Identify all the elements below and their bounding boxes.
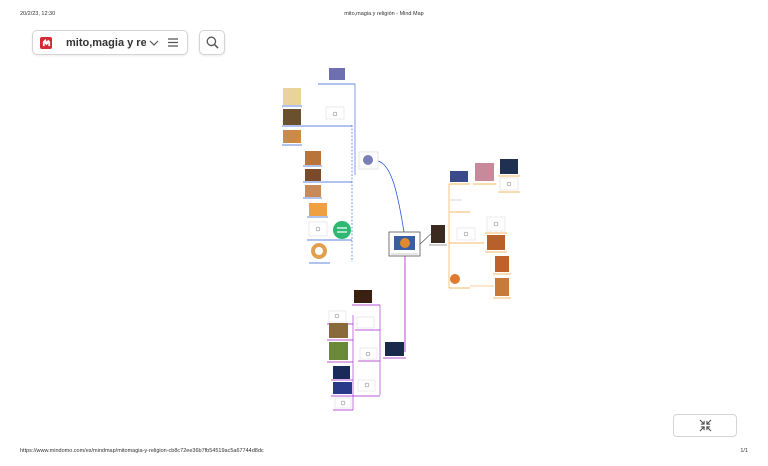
central-topic[interactable] [388,231,421,257]
print-date: 20/2/23, 12:30 [20,11,56,17]
chevron-down-icon[interactable] [149,40,159,46]
search-button[interactable] [199,30,225,55]
hamburger-menu-icon[interactable] [168,38,178,47]
print-title: mito,magia y religión - Mind Map [344,11,424,17]
map-title[interactable]: mito,magia y re... [66,36,146,49]
search-icon [206,36,219,49]
connector-blue [377,160,405,233]
map-toolbar: mito,magia y re... [32,30,188,55]
orange-branch[interactable] [429,159,520,299]
mindomo-logo-icon[interactable] [40,36,52,49]
blue-branch[interactable] [282,68,379,264]
purple-branch[interactable] [327,290,406,411]
print-page-number: 1/1 [740,448,748,454]
fit-view-button[interactable] [673,414,737,437]
collapse-arrows-icon [699,419,711,432]
connector-orange [419,233,432,245]
print-url[interactable]: https://www.mindomo.com/es/mindmap/mitom… [20,448,264,454]
